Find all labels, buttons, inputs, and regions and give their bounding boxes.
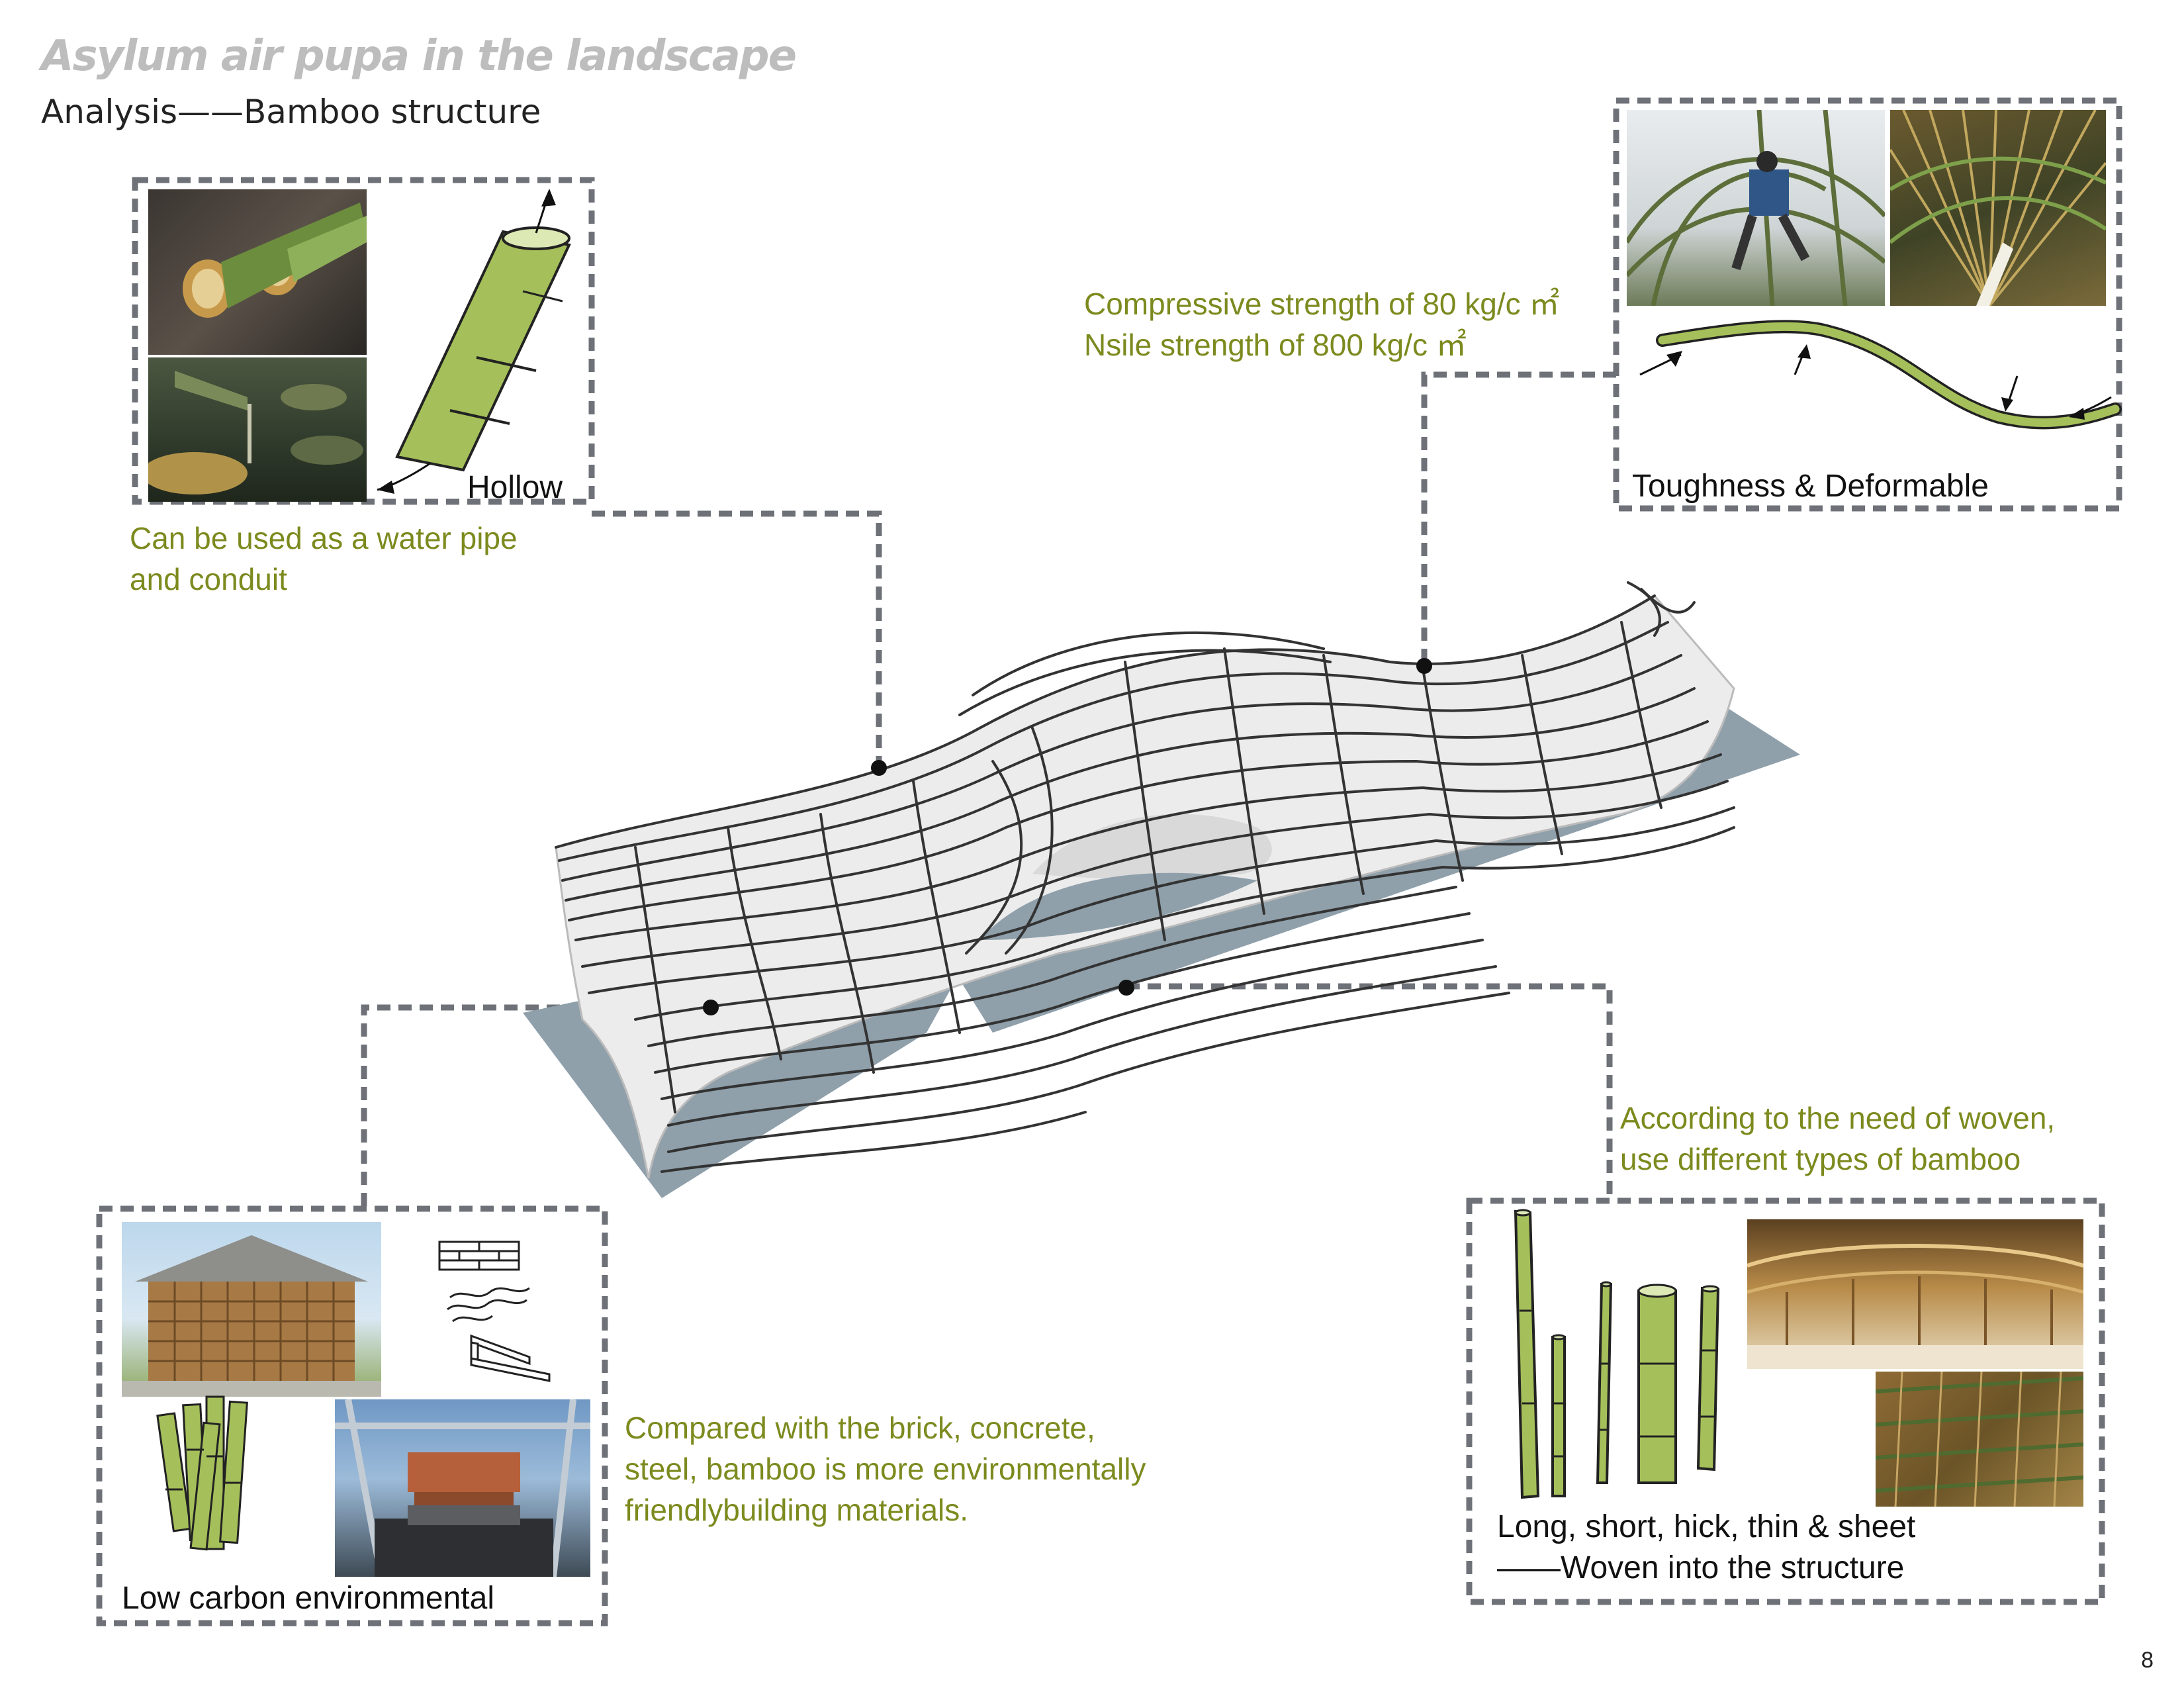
woven-label: Long, short, hick, thin & sheet ——Woven …	[1497, 1507, 1915, 1589]
page-number: 8	[2141, 1648, 2154, 1673]
toughness-photo-worker	[1627, 110, 1885, 306]
hollow-caption-line: Can be used as a water pipe	[130, 521, 518, 555]
steel-beam-icon	[470, 1334, 551, 1382]
bamboo-strands	[555, 581, 1735, 1173]
woven-caption-line: use different types of bamboo	[1620, 1142, 2021, 1176]
hollow-label: Hollow	[467, 470, 563, 505]
toughness-caption-line: Compressive strength of 80 kg/c ㎡	[1084, 287, 1560, 321]
woven-caption-line: According to the need of woven,	[1620, 1101, 2056, 1135]
toughness-frame	[1613, 97, 2122, 512]
hollow-caption: Can be used as a water pipe and conduit	[130, 518, 518, 600]
brick-icon	[438, 1241, 520, 1271]
woven-label-line: ——Woven into the structure	[1497, 1550, 1905, 1585]
low-carbon-photo-building	[122, 1222, 381, 1397]
toughness-caption: Compressive strength of 80 kg/c ㎡ Nsile …	[1084, 283, 1559, 365]
toughness-label: Toughness & Deformable	[1632, 469, 1989, 504]
anchor-hollow	[871, 760, 887, 776]
woven-photo-wall	[1876, 1372, 2083, 1507]
leader-toughness	[1421, 371, 1616, 662]
low-carbon-caption: Compared with the brick, concrete, steel…	[625, 1407, 1146, 1530]
page-title: Asylum air pupa in the landscape	[41, 32, 797, 81]
leader-hollow	[592, 510, 882, 761]
hollow-photo-bamboo-cut	[148, 189, 367, 355]
woven-label-line: Long, short, hick, thin & sheet	[1497, 1509, 1916, 1544]
concrete-icon	[447, 1287, 530, 1323]
toughness-caption-line: Nsile strength of 800 kg/c ㎡	[1084, 328, 1467, 362]
low-carbon-caption-line: friendlybuilding materials.	[625, 1493, 969, 1527]
anchor-low-carbon	[703, 1000, 719, 1015]
low-carbon-label: Low carbon environmental	[122, 1581, 494, 1616]
anchor-woven	[1118, 980, 1134, 996]
woven-frame	[1466, 1197, 2105, 1605]
low-carbon-photo-crane	[335, 1399, 590, 1577]
hollow-photo-water-pipe	[148, 357, 367, 502]
low-carbon-caption-line: Compared with the brick, concrete,	[625, 1411, 1095, 1445]
woven-caption: According to the need of woven, use diff…	[1620, 1098, 2055, 1180]
hollow-caption-line: and conduit	[130, 562, 287, 596]
anchor-toughness	[1416, 658, 1432, 674]
low-carbon-frame	[96, 1205, 608, 1626]
leader-woven	[1126, 983, 1613, 1201]
hollow-frame	[132, 177, 595, 505]
woven-photo-hall	[1747, 1219, 2083, 1369]
page-subtitle: Analysis——Bamboo structure	[41, 93, 541, 131]
low-carbon-caption-line: steel, bamboo is more environmentally	[625, 1452, 1146, 1486]
toughness-photo-dome	[1890, 110, 2106, 306]
